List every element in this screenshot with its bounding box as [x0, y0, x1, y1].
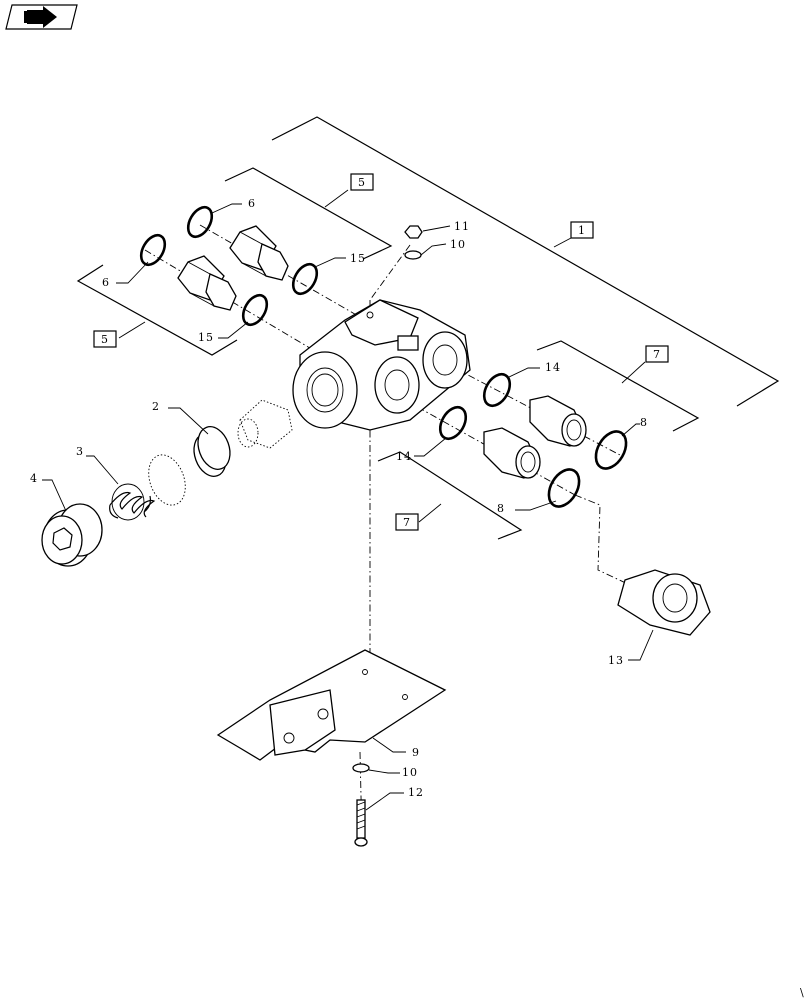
callout-box-7b: [395, 513, 419, 531]
callout-14a: 14: [545, 361, 561, 374]
sleeve-2: [193, 426, 231, 477]
leader-6-lower: 6: [102, 261, 149, 289]
callout-12: 12: [408, 786, 424, 799]
callout-8a: 8: [640, 416, 648, 429]
arrow-right-icon: [24, 6, 57, 28]
washer-10-upper: [404, 250, 422, 260]
o-ring-14-upper: [482, 372, 512, 408]
callout-3: 3: [76, 445, 84, 458]
nut-11: [404, 225, 423, 239]
plug-4: [41, 503, 103, 567]
callout-6b: 6: [102, 276, 110, 289]
o-ring-15-upper: [291, 262, 319, 296]
leader-14-upper: 14: [506, 361, 561, 379]
callout-11: 11: [454, 220, 470, 233]
leader-10-lower: 10: [368, 766, 418, 779]
o-ring-6-upper: [186, 205, 214, 239]
mounting-bracket-9: [216, 649, 447, 761]
leader-8-lower: 8: [497, 500, 557, 515]
leader-14-lower: 14: [396, 437, 447, 463]
callout-box-5b: [93, 330, 117, 348]
callout-7b: 7: [403, 516, 411, 529]
leader-10-upper: 10: [420, 238, 466, 256]
leader-13: 13: [608, 629, 654, 667]
leader-4: 4: [30, 472, 67, 512]
callout-8b: 8: [497, 502, 505, 515]
leader-15-upper: 15: [314, 252, 366, 268]
callout-14b: 14: [396, 450, 412, 463]
callout-box-5a: [350, 173, 374, 191]
callout-15a: 15: [350, 252, 366, 265]
fitting-7-lower: [483, 427, 541, 479]
leader-8-upper: 8: [621, 416, 648, 437]
elbow-fitting-13: [617, 569, 711, 636]
leader-12: 12: [365, 786, 424, 811]
callout-7a: 7: [653, 348, 661, 361]
callout-9: 9: [412, 746, 420, 759]
bracket-fitting-7-left: 7: [377, 451, 523, 540]
valve-body: [292, 299, 471, 431]
dotted-seal: [148, 454, 186, 506]
callout-5b: 5: [101, 333, 109, 346]
leader-15-lower: 15: [198, 321, 249, 344]
callout-10b: 10: [402, 766, 418, 779]
corner-mark: \: [800, 986, 805, 999]
callout-15b: 15: [198, 331, 214, 344]
bolt-12: [354, 799, 368, 847]
washer-10-lower: [352, 763, 370, 773]
bracket-fitting-5-upper: 5: [224, 167, 393, 260]
callout-1: 1: [578, 224, 586, 237]
callout-box-1: [570, 221, 594, 239]
leader-11: 11: [422, 220, 470, 233]
fitting-5-upper: [229, 225, 289, 281]
nav-arrow-button[interactable]: [5, 4, 78, 30]
o-ring-8-upper: [594, 430, 628, 470]
callout-13: 13: [608, 654, 624, 667]
callout-5a: 5: [358, 176, 366, 189]
bracket-fitting-7-right: 7: [536, 340, 700, 432]
callout-4: 4: [30, 472, 38, 485]
leader-2: 2: [152, 400, 209, 435]
bracket-fitting-5-lower: 5: [76, 264, 238, 356]
callout-2: 2: [152, 400, 160, 413]
o-ring-8-lower: [547, 468, 581, 508]
leader-3: 3: [76, 445, 119, 485]
o-ring-15-lower: [241, 293, 269, 327]
callout-6a: 6: [248, 197, 256, 210]
leader-9: 9: [372, 737, 420, 759]
poppet-dotted: [237, 399, 293, 449]
o-ring-6-lower: [139, 233, 167, 267]
spring-3: [109, 483, 156, 521]
leader-6-upper: 6: [211, 197, 256, 214]
fitting-5-lower: [177, 255, 237, 311]
fitting-7-upper: [529, 395, 587, 447]
callout-box-7a: [645, 345, 669, 363]
o-ring-14-lower: [438, 405, 468, 441]
callout-10a: 10: [450, 238, 466, 251]
bracket-assembly-1: 1: [271, 116, 780, 407]
